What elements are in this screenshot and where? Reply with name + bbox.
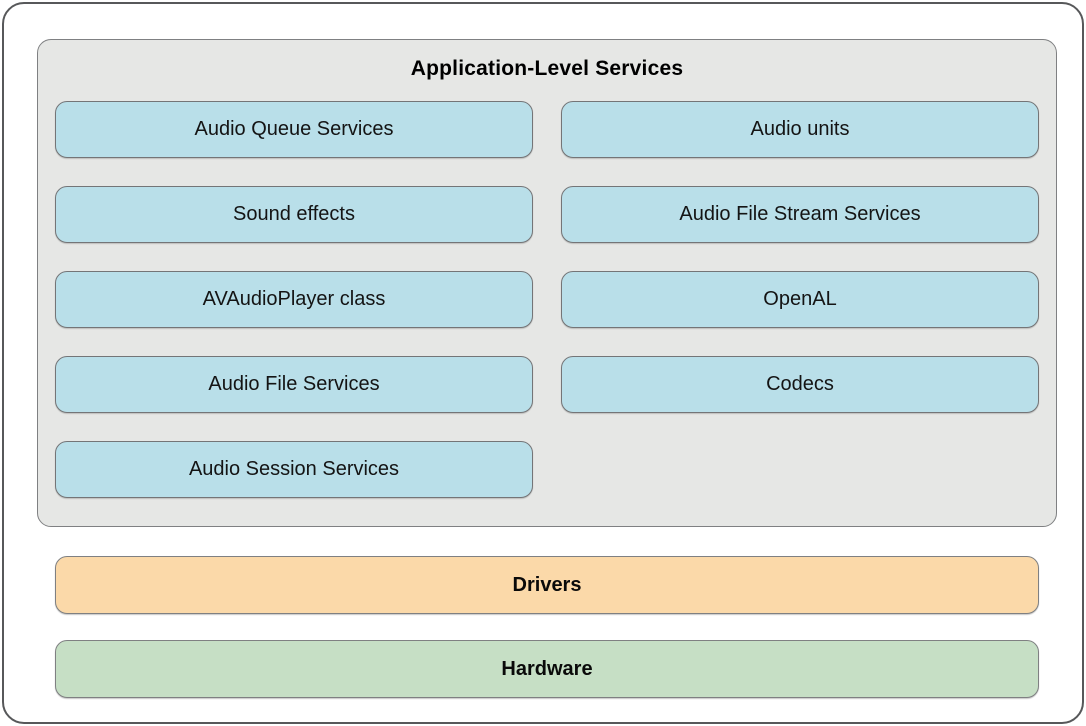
service-box-codecs: Codecs <box>561 356 1039 413</box>
service-box-audio-session-services: Audio Session Services <box>55 441 533 498</box>
panel-title: Application-Level Services <box>410 57 684 80</box>
drivers-layer-bar: Drivers <box>55 556 1039 614</box>
service-box-audio-units: Audio units <box>561 101 1039 158</box>
service-box-avaudioplayer-class: AVAudioPlayer class <box>55 271 533 328</box>
service-box-audio-queue-services: Audio Queue Services <box>55 101 533 158</box>
hardware-layer-bar: Hardware <box>55 640 1039 698</box>
service-box-openal: OpenAL <box>561 271 1039 328</box>
application-level-services-panel: Application-Level Services Audio Queue S… <box>37 39 1057 527</box>
service-box-audio-file-stream-services: Audio File Stream Services <box>561 186 1039 243</box>
service-box-sound-effects: Sound effects <box>55 186 533 243</box>
service-box-audio-file-services: Audio File Services <box>55 356 533 413</box>
services-grid: Audio Queue Services Audio units Sound e… <box>55 101 1039 498</box>
